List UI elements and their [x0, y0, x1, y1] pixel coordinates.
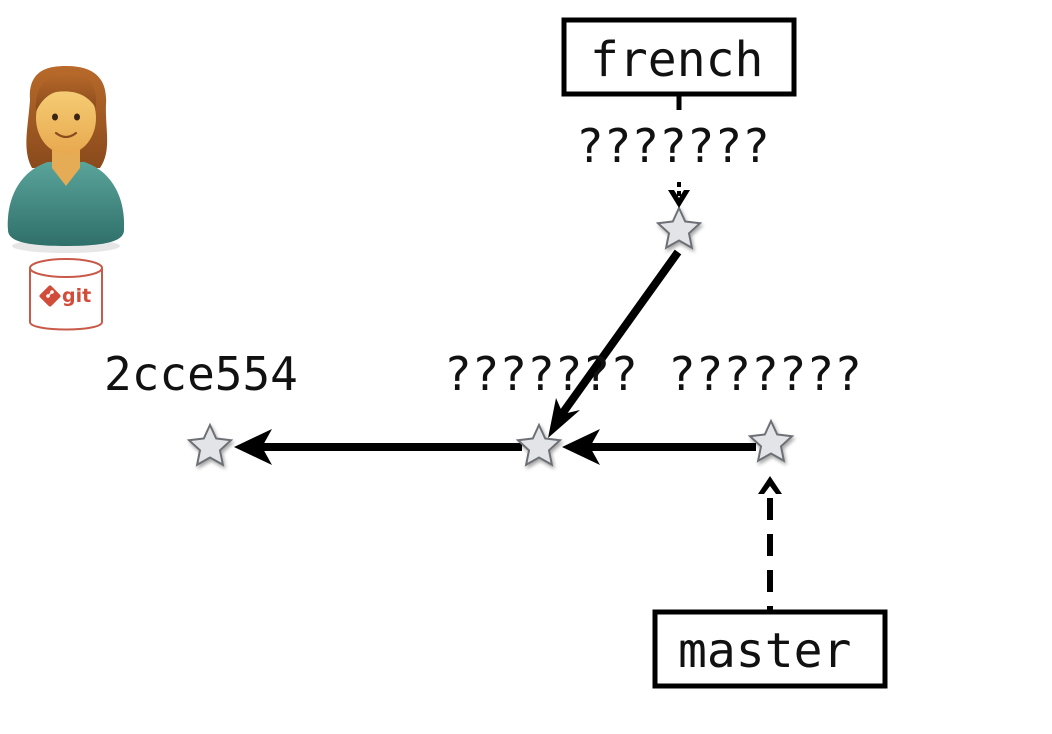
branch-arrowhead-french	[668, 190, 690, 208]
branch-box-master	[652, 609, 888, 689]
arrowhead-c2-diagonal	[548, 398, 580, 438]
branch-box-french	[561, 17, 797, 97]
branch-label-french: french	[590, 32, 763, 88]
commit-label-c4: ???????	[576, 119, 770, 173]
branch-master[interactable]: master	[652, 609, 888, 689]
commit-star-c3[interactable]	[747, 418, 795, 463]
arrowhead-c1	[234, 429, 272, 465]
commit-star-c2[interactable]	[515, 422, 563, 467]
edge-c4-to-c2	[558, 249, 682, 417]
git-badge-text: git	[62, 285, 91, 307]
branch-arrowhead-master	[758, 476, 782, 494]
git-logo-icon	[39, 285, 61, 307]
git-repository-icon: git	[29, 258, 103, 331]
user-avatar-icon	[7, 66, 125, 253]
arrowhead-c2	[562, 429, 600, 465]
commit-label-c2: ???????	[444, 347, 638, 401]
commit-label-c1: 2cce554	[104, 347, 298, 401]
branch-label-master: master	[678, 623, 851, 679]
branch-french[interactable]: french	[561, 17, 797, 97]
commit-label-c3: ???????	[668, 347, 862, 401]
commit-star-c1[interactable]	[186, 422, 234, 467]
commit-star-c4[interactable]	[655, 205, 703, 250]
